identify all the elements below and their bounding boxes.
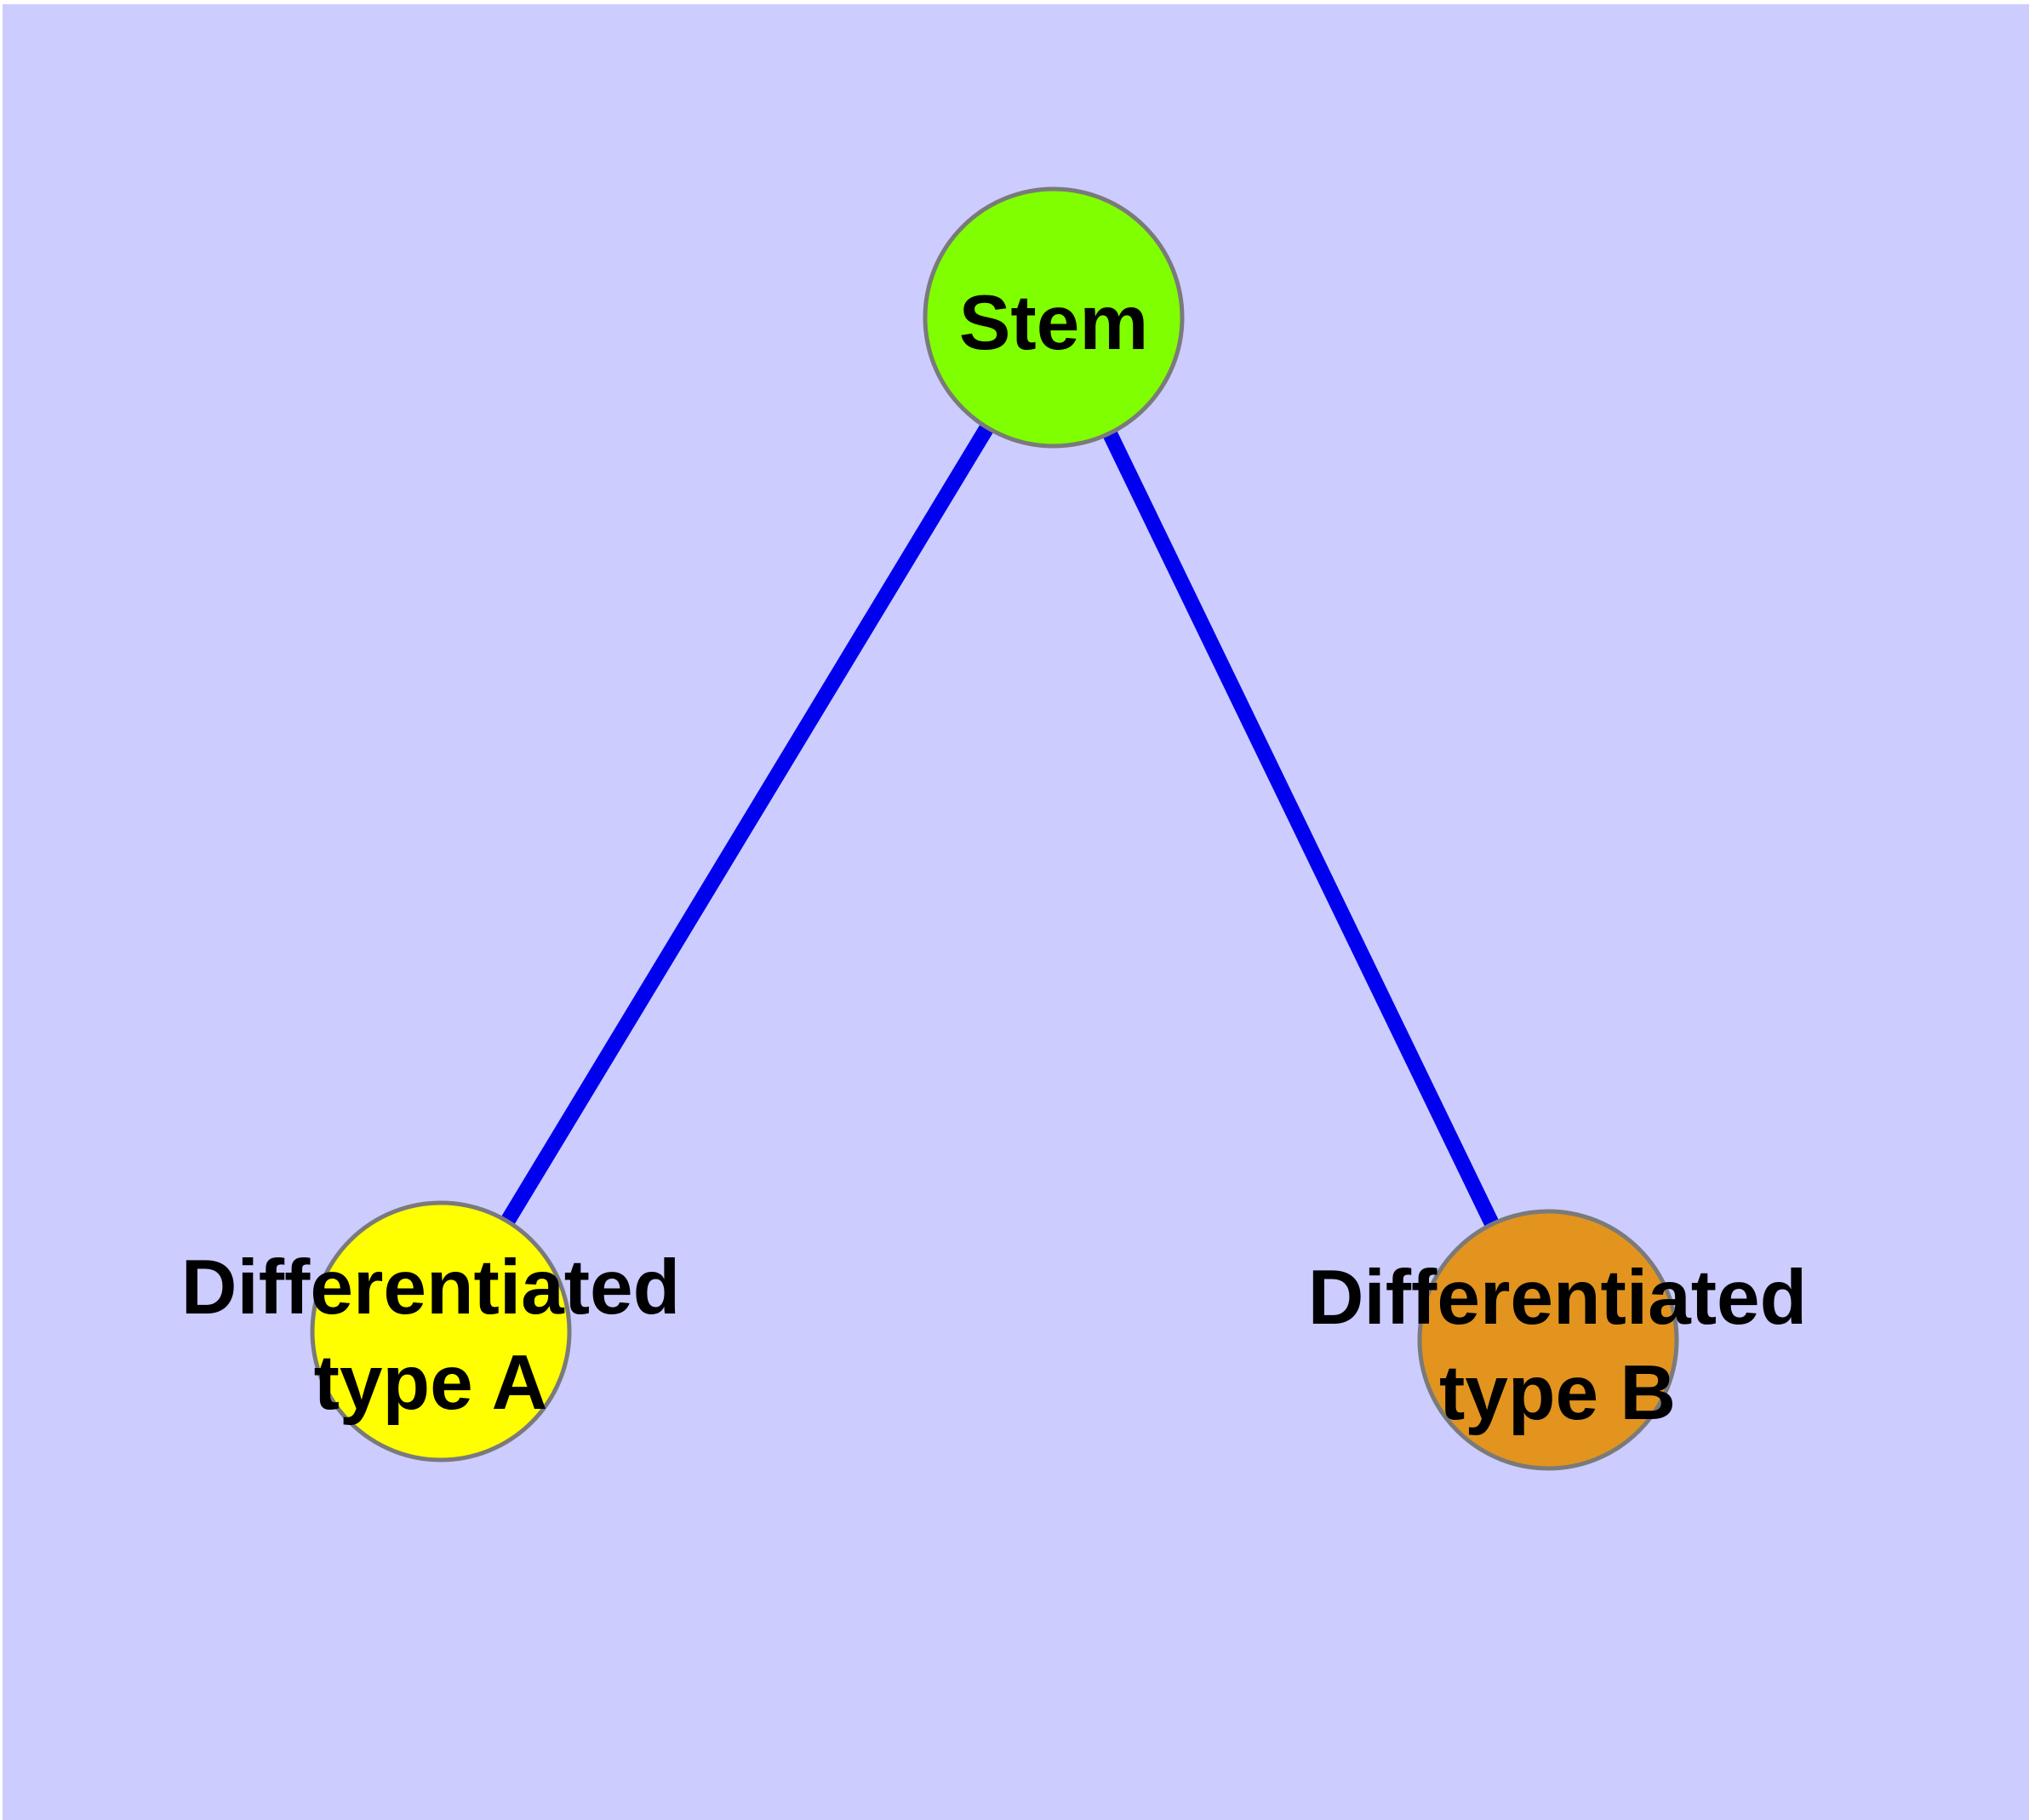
node-label-differentiated-type-a-line-2: type A xyxy=(314,1340,548,1426)
node-stem xyxy=(923,186,1185,449)
node-label-differentiated-type-a-line-1: Differentiated xyxy=(181,1245,681,1331)
edge-stem-differentiated-type-b xyxy=(1046,314,1556,1343)
node-differentiated-type-b xyxy=(1417,1209,1679,1471)
node-label-stem: Stem xyxy=(959,280,1149,366)
node-label-differentiated-type-b-line-1: Differentiated xyxy=(1308,1255,1808,1341)
node-differentiated-type-a xyxy=(310,1200,572,1462)
node-label-differentiated-type-b-line-2: type B xyxy=(1439,1350,1676,1436)
edge-stem-differentiated-type-a xyxy=(434,313,1060,1336)
